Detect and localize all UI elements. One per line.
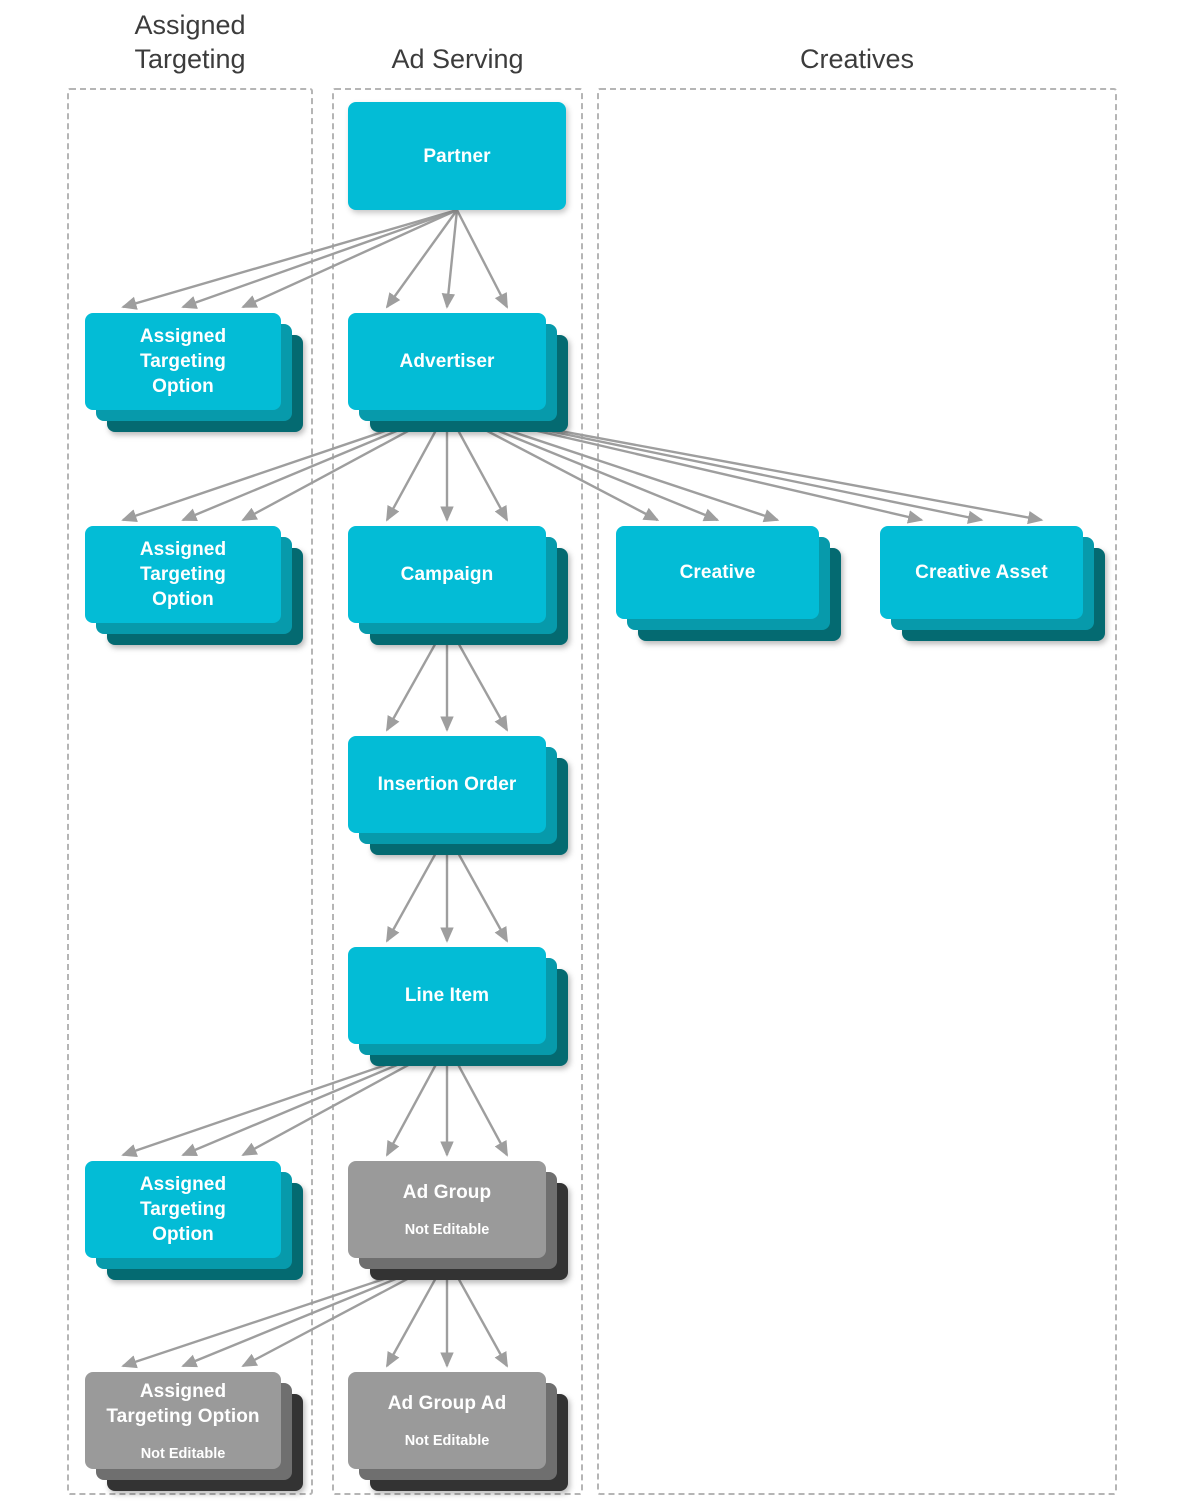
node-campaign[interactable]: Campaign xyxy=(348,526,568,645)
node-title: Campaign xyxy=(400,564,494,585)
node-title: Insertion Order xyxy=(377,774,517,795)
swimlane-assigned-targeting xyxy=(67,88,313,1495)
node-partner[interactable]: Partner xyxy=(348,102,566,210)
swimlane-ad-serving xyxy=(332,88,583,1495)
node-subtitle-not-editable: Not Editable xyxy=(404,1222,490,1238)
node-title: Partner xyxy=(423,145,491,167)
node-front-layer: Creative xyxy=(616,526,819,619)
node-title: Advertiser xyxy=(399,351,495,372)
node-ad-group-ad[interactable]: Ad Group Ad Not Editable xyxy=(348,1372,568,1491)
node-subtitle-not-editable: Not Editable xyxy=(404,1433,490,1449)
column-header-creatives: Creatives xyxy=(799,44,915,74)
node-advertiser[interactable]: Advertiser xyxy=(348,313,568,432)
node-front-layer: Line Item xyxy=(348,947,546,1044)
node-creative-asset[interactable]: Creative Asset xyxy=(880,526,1105,641)
node-line-item[interactable]: Line Item xyxy=(348,947,568,1066)
node-title: Creative Asset xyxy=(915,562,1048,583)
node-creative[interactable]: Creative xyxy=(616,526,841,641)
node-title: Ad Group xyxy=(402,1182,492,1203)
node-front-layer: Advertiser xyxy=(348,313,546,410)
node-front-layer: Ad Group Ad Not Editable xyxy=(348,1372,546,1469)
swimlane-creatives xyxy=(597,88,1117,1495)
node-front-layer: Assigned Targeting Option xyxy=(85,526,281,623)
column-header-assigned-targeting: Assigned Targeting xyxy=(134,10,246,74)
node-title: Assigned Targeting Option xyxy=(106,1380,260,1427)
node-front-layer: Partner xyxy=(348,102,566,210)
node-title: Creative xyxy=(679,562,756,583)
column-header-ad-serving: Ad Serving xyxy=(391,44,524,74)
node-front-layer: Insertion Order xyxy=(348,736,546,833)
node-front-layer: Creative Asset xyxy=(880,526,1083,619)
node-title: Assigned Targeting Option xyxy=(139,539,227,610)
node-ato-2[interactable]: Assigned Targeting Option xyxy=(85,526,303,645)
node-title: Line Item xyxy=(404,985,490,1006)
node-front-layer: Campaign xyxy=(348,526,546,623)
node-title: Assigned Targeting Option xyxy=(139,1174,227,1245)
node-title: Assigned Targeting Option xyxy=(139,326,227,397)
node-subtitle-not-editable: Not Editable xyxy=(140,1445,226,1462)
node-ato-1[interactable]: Assigned Targeting Option xyxy=(85,313,303,432)
node-ato-3[interactable]: Assigned Targeting Option xyxy=(85,1161,303,1280)
node-title: Ad Group Ad xyxy=(387,1393,507,1414)
node-front-layer: Assigned Targeting Option xyxy=(85,1161,281,1258)
node-front-layer: Assigned Targeting Option xyxy=(85,313,281,410)
node-insertion-order[interactable]: Insertion Order xyxy=(348,736,568,855)
